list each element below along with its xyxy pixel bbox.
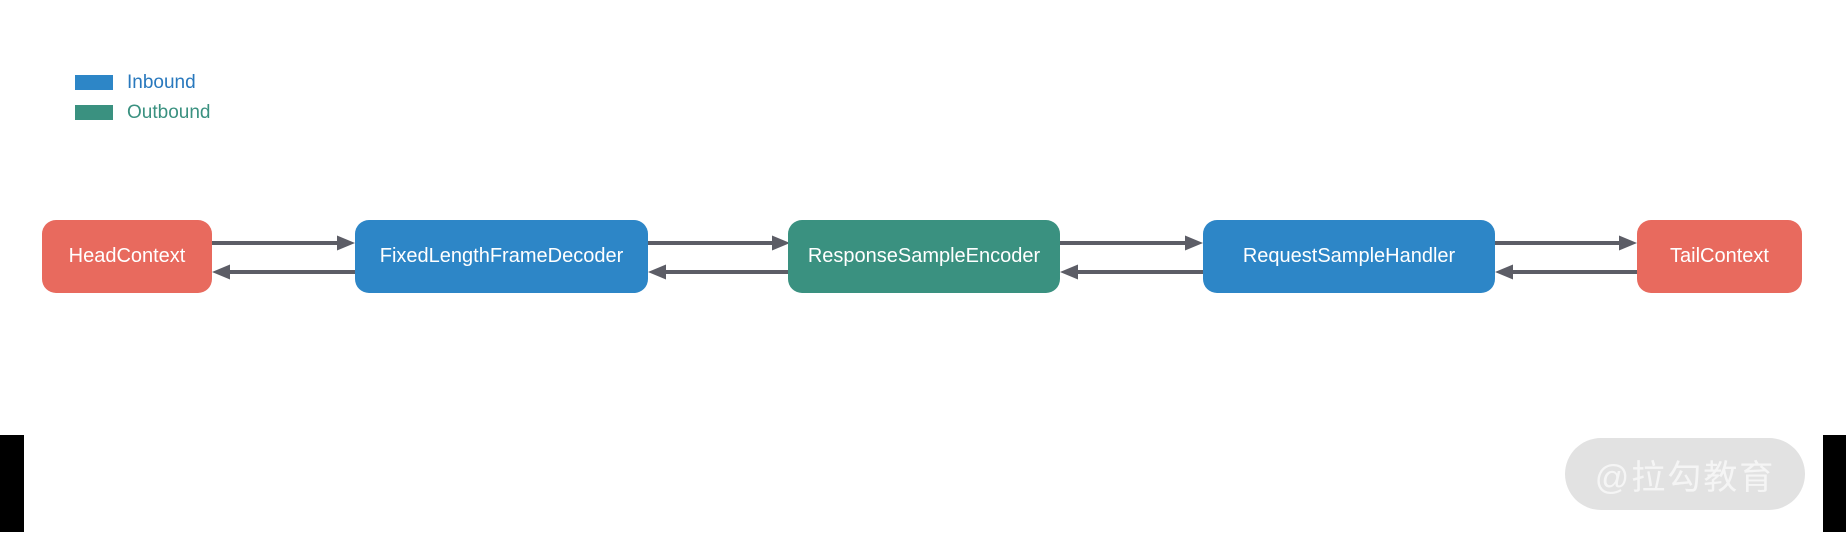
forward-arrowhead-4 xyxy=(1619,235,1637,251)
right-black-bar xyxy=(1823,435,1846,532)
legend: Inbound Outbound xyxy=(75,72,211,135)
node-head-context: HeadContext xyxy=(42,220,212,293)
node-label: RequestSampleHandler xyxy=(1242,245,1456,267)
backward-arrowhead-3 xyxy=(1060,264,1078,280)
forward-arrowhead-2 xyxy=(772,235,790,251)
backward-arrowhead-2 xyxy=(648,264,666,280)
node-response-sample-encoder: ResponseSampleEncoder xyxy=(788,220,1060,293)
backward-arrowhead-1 xyxy=(212,264,230,280)
node-label: HeadContext xyxy=(68,245,186,267)
legend-label-outbound: Outbound xyxy=(127,102,211,123)
inbound-color-swatch xyxy=(75,75,113,90)
legend-item-outbound: Outbound xyxy=(75,102,211,123)
legend-item-inbound: Inbound xyxy=(75,72,210,93)
legend-label-inbound: Inbound xyxy=(127,72,196,93)
node-request-sample-handler: RequestSampleHandler xyxy=(1203,220,1495,293)
watermark-text: @拉勾教育 xyxy=(1594,458,1776,497)
node-label: TailContext xyxy=(1670,245,1769,267)
outbound-color-swatch xyxy=(75,105,113,120)
node-label: FixedLengthFrameDecoder xyxy=(379,245,624,267)
node-tail-context: TailContext xyxy=(1637,220,1802,293)
watermark-badge: @拉勾教育 xyxy=(1565,438,1805,510)
left-black-bar xyxy=(0,435,24,532)
forward-arrowhead-1 xyxy=(337,235,355,251)
forward-arrowhead-3 xyxy=(1185,235,1203,251)
node-fixed-length-frame-decoder: FixedLengthFrameDecoder xyxy=(355,220,648,293)
backward-arrowhead-4 xyxy=(1495,264,1513,280)
node-label: ResponseSampleEncoder xyxy=(807,245,1041,267)
